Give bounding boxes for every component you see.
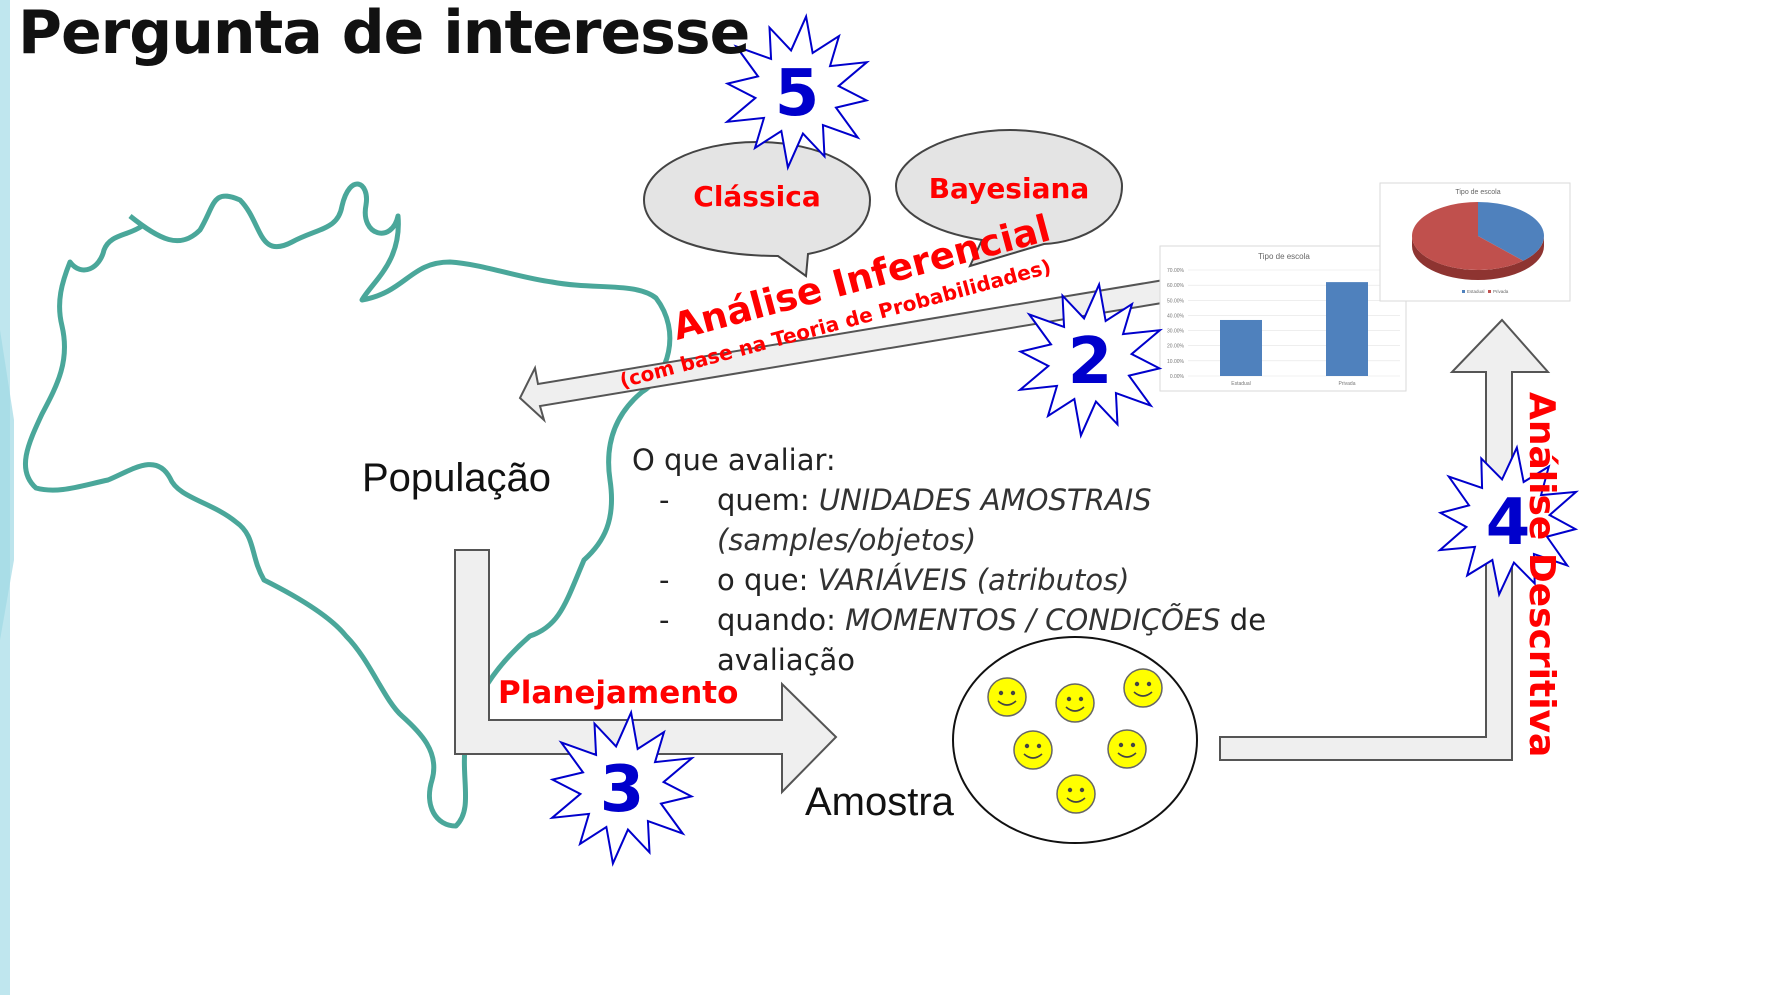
pie-slice: [1412, 202, 1524, 270]
criteria-value: MOMENTOS / CONDIÇÕES: [845, 603, 1221, 637]
population-label: População: [362, 456, 552, 500]
bar-ytick-label: 0.00%: [1170, 374, 1185, 380]
descriptive-label: Análise Descritiva: [1521, 392, 1562, 757]
classical-label: Clássica: [693, 180, 820, 213]
pie-legend-label: Privada: [1493, 289, 1509, 294]
criteria-key: quando:: [717, 603, 846, 637]
brazil-map-outline: [22, 181, 673, 829]
smiley-icon: [1056, 774, 1096, 814]
bar-category-label: Estadual: [1231, 381, 1250, 387]
star-icon: 5: [723, 13, 871, 171]
criteria-suffix: de avaliação: [717, 603, 1267, 677]
criteria-item-when: quando: MOMENTOS / CONDIÇÕES de avaliaçã…: [659, 600, 1392, 680]
page-title: Pergunta de interesse: [18, 0, 750, 68]
bar-ytick-label: 30.00%: [1167, 329, 1185, 335]
evaluation-criteria: O que avaliar: quem: UNIDADES AMOSTRAIS …: [632, 440, 1392, 680]
criteria-value: UNIDADES AMOSTRAIS (samples/objetos): [717, 483, 1152, 557]
bar-category-label: Privada: [1339, 381, 1356, 387]
bar-ytick-label: 70.00%: [1167, 268, 1185, 274]
smiley-icon: [1013, 730, 1053, 770]
pie-side: [1412, 236, 1544, 280]
star-number: 4: [1486, 486, 1531, 560]
bayesian-label: Bayesiana: [929, 172, 1090, 205]
star-number: 2: [1068, 325, 1113, 399]
sample-label: Amostra: [805, 780, 954, 824]
bar-mark: [1326, 282, 1368, 376]
bar-ytick-label: 10.00%: [1167, 359, 1185, 365]
pie-slice: [1478, 202, 1545, 261]
bar-chart: Tipo de escola 0.00% 10.00% 20.00% 30.00% 40…: [1159, 245, 1407, 392]
smiley-icon: [1055, 683, 1095, 723]
bar-mark: [1220, 319, 1262, 376]
pie-chart-title: Tipo de escola: [1455, 189, 1500, 196]
bar-chart-frame: [1159, 245, 1407, 392]
criteria-heading: O que avaliar:: [632, 443, 836, 477]
inferential-arrow: [518, 278, 1170, 424]
pie-chart: Tipo de escola Estadual Privada: [1379, 182, 1571, 302]
star-icon: 4: [1436, 444, 1580, 598]
criteria-list: quem: UNIDADES AMOSTRAIS (samples/objeto…: [632, 480, 1392, 680]
star-icon: 3: [548, 709, 696, 867]
star-icon: 2: [1016, 281, 1164, 439]
criteria-item-who: quem: UNIDADES AMOSTRAIS (samples/objeto…: [659, 480, 1392, 560]
bar-ytick-label: 50.00%: [1167, 298, 1185, 304]
smiley-icon: [987, 677, 1027, 717]
planning-label: Planejamento: [498, 675, 738, 711]
left-edge-decoration-2: [0, 330, 14, 640]
bar-ytick-label: 40.00%: [1167, 313, 1185, 319]
pie-legend-swatch: [1488, 290, 1491, 293]
star-number: 3: [600, 753, 645, 827]
criteria-key: o que:: [717, 563, 818, 597]
criteria-key: quem:: [717, 483, 819, 517]
speech-bubble-classical: [642, 140, 872, 278]
criteria-item-what: o que: VARIÁVEIS (atributos): [659, 560, 1392, 600]
bar-chart-title: Tipo de escola: [1258, 252, 1310, 261]
smiley-icon: [1107, 729, 1147, 769]
bar-ytick-label: 20.00%: [1167, 344, 1185, 350]
speech-bubble-bayesian: [894, 128, 1124, 268]
pie-legend-label: Estadual: [1467, 289, 1485, 294]
pie-legend-swatch: [1462, 290, 1465, 293]
star-number: 5: [775, 57, 820, 131]
bar-ytick-label: 60.00%: [1167, 283, 1185, 289]
criteria-value: VARIÁVEIS (atributos): [817, 563, 1130, 597]
star-group: 2 3 4 5: [548, 13, 1580, 867]
